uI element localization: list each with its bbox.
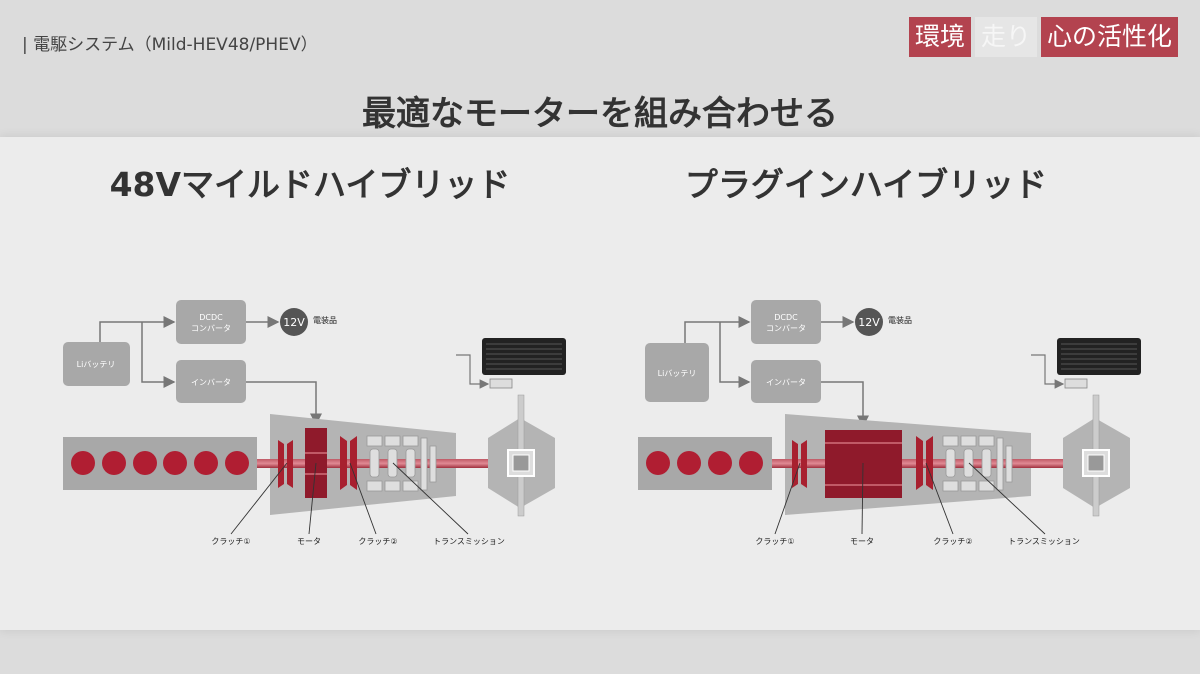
label-clutch1: クラッチ①	[755, 537, 794, 546]
12v-circle	[855, 308, 883, 336]
mild-hybrid-title: 48Vマイルドハイブリッド	[109, 165, 511, 204]
theme-tags: 環境 走り 心の活性化	[908, 17, 1178, 57]
label-clutch1: クラッチ①	[211, 537, 250, 546]
label-motor: モータ	[850, 537, 874, 546]
battery-label: Liバッテリ	[658, 369, 697, 378]
motor	[825, 430, 902, 498]
clutch1	[278, 440, 284, 488]
page-title: 最適なモーターを組み合わせる	[362, 94, 838, 134]
battery-box	[63, 342, 130, 386]
label-clutch2: クラッチ②	[933, 537, 972, 546]
label-clutch2: クラッチ②	[358, 537, 397, 546]
tag-driving: 走り	[974, 17, 1037, 57]
label-transmission: トランスミッション	[433, 537, 505, 546]
dcdc-label-line1: DCDC	[774, 313, 798, 322]
dcdc-box	[176, 300, 246, 344]
phev-diagram: Liバッテリ DCDC コンバータ インバータ 12V 電装品	[638, 300, 1141, 546]
differential	[507, 449, 535, 477]
clutch2	[340, 436, 347, 490]
clutch1	[792, 440, 798, 488]
12v-label: 12V	[858, 316, 880, 329]
dcdc-box	[751, 300, 821, 344]
dcdc-label-line2: コンバータ	[191, 324, 231, 333]
12v-battery	[1057, 338, 1141, 375]
breadcrumb: | 電駆システム（Mild-HEV48/PHEV）	[22, 35, 318, 55]
electrical-label: 電装品	[313, 315, 337, 325]
inverter-label: インバータ	[191, 378, 231, 387]
label-motor: モータ	[297, 537, 321, 546]
12v-label: 12V	[283, 316, 305, 329]
battery-label: Liバッテリ	[77, 360, 116, 369]
clutch2	[916, 436, 923, 490]
inverter-box	[176, 360, 246, 403]
dcdc-label-line1: DCDC	[199, 313, 223, 322]
inverter-label: インバータ	[766, 378, 806, 387]
tag-environment: 環境	[908, 17, 971, 57]
12v-battery	[482, 338, 566, 375]
12v-circle	[280, 308, 308, 336]
phev-title: プラグインハイブリッド	[684, 165, 1048, 204]
drive-shaft	[772, 459, 1077, 468]
tag-activation: 心の活性化	[1040, 17, 1178, 57]
drive-shaft	[257, 459, 502, 468]
electrical-label: 電装品	[888, 315, 912, 325]
label-transmission: トランスミッション	[1008, 537, 1080, 546]
dcdc-label-line2: コンバータ	[766, 324, 806, 333]
inverter-box	[751, 360, 821, 403]
battery-box	[645, 343, 709, 402]
engine-block	[63, 437, 257, 490]
mild-hybrid-diagram: Liバッテリ DCDC コンバータ インバータ 12V 電装品	[63, 300, 566, 546]
